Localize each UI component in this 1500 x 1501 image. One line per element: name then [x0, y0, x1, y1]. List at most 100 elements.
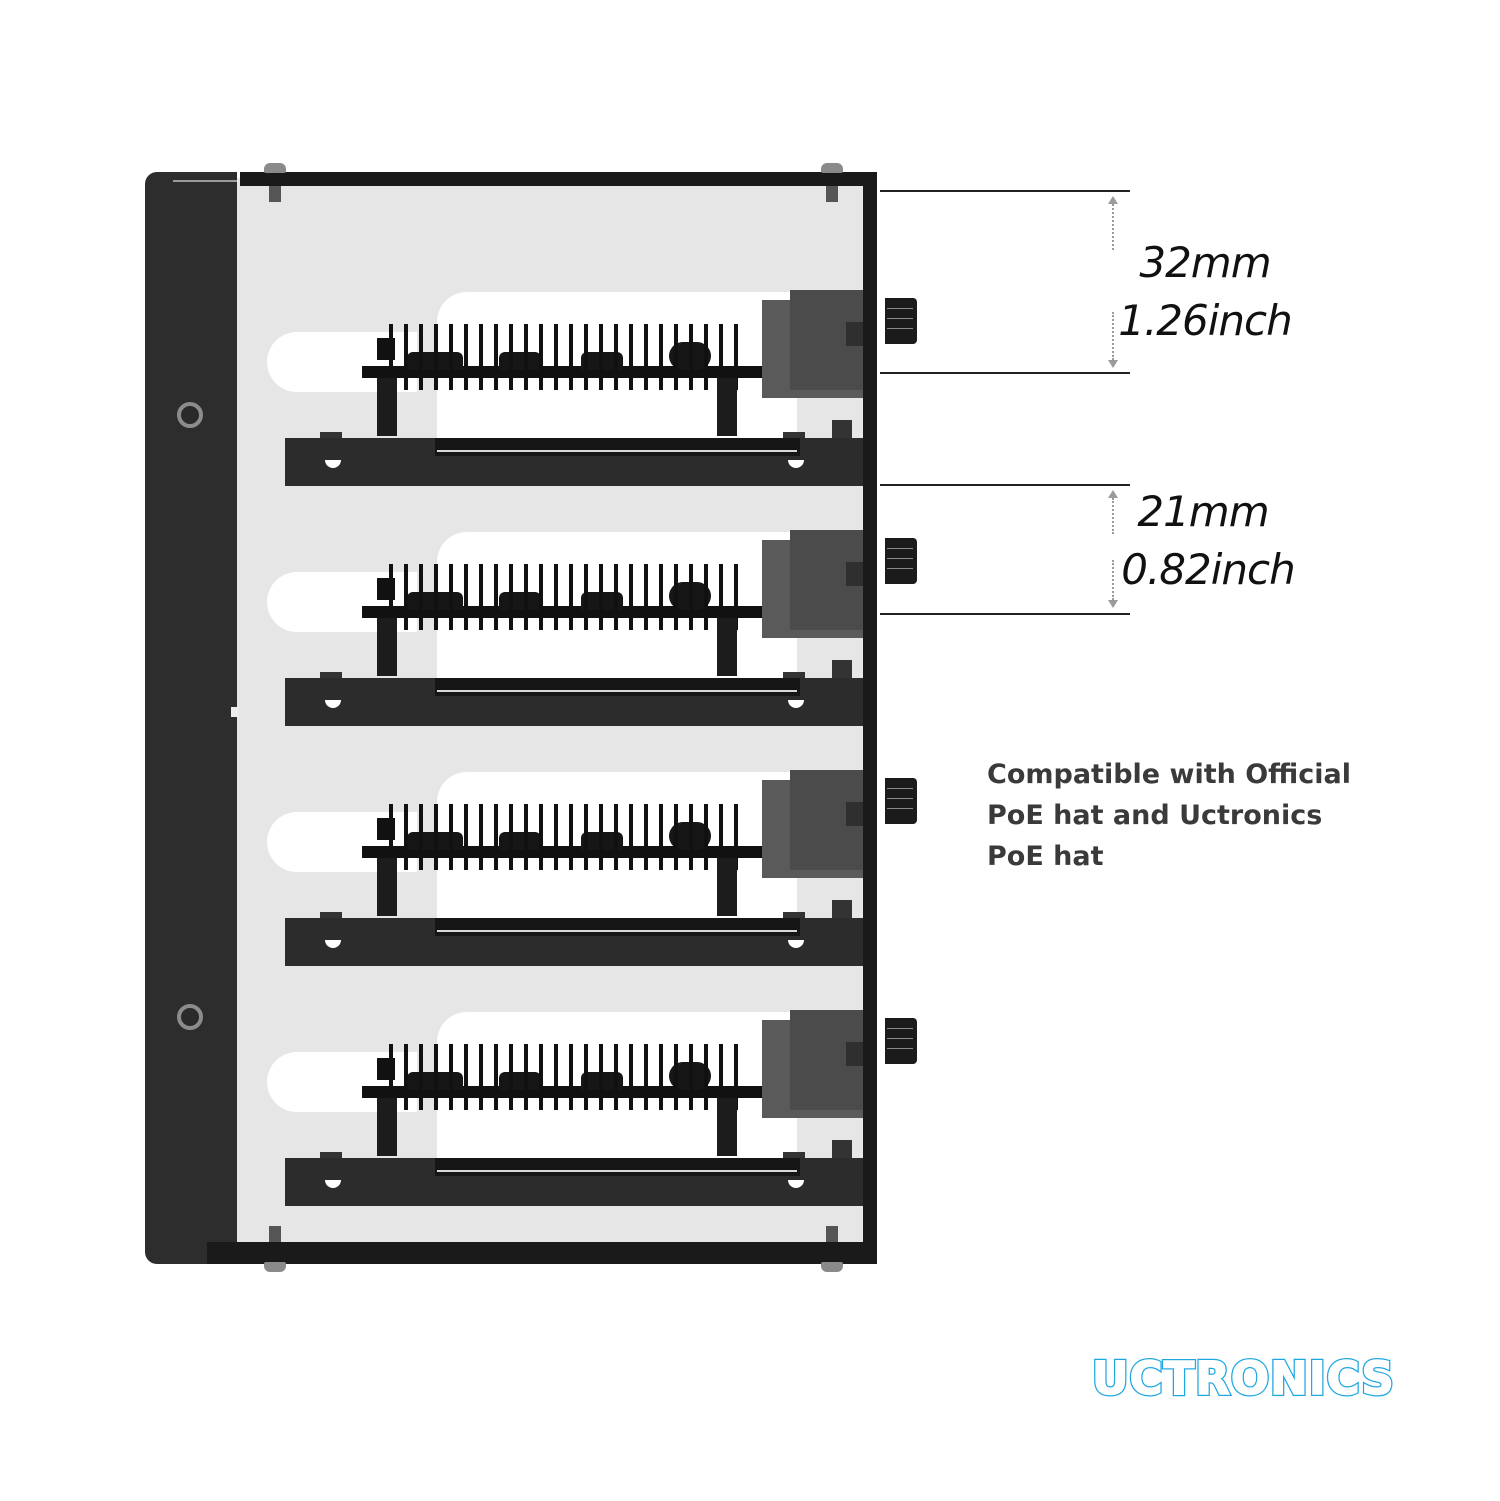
header-pin	[719, 324, 723, 390]
standoff-screw	[377, 578, 395, 600]
slot-side-block	[832, 900, 852, 922]
ethernet-port-icon	[885, 1018, 917, 1064]
header-pin	[704, 564, 708, 630]
port-ridge	[887, 1038, 913, 1039]
standoff	[717, 378, 737, 436]
header-pin	[539, 564, 543, 630]
header-pin	[404, 564, 408, 630]
tray-rail-line	[437, 690, 797, 692]
header-pin	[449, 324, 453, 390]
port-ridge	[887, 558, 913, 559]
header-pin	[569, 564, 573, 630]
dimension-line-top	[880, 484, 1130, 486]
header-pin	[449, 564, 453, 630]
header-pin	[554, 324, 558, 390]
tray-hole-icon	[325, 460, 341, 468]
dimension-line-top	[880, 190, 1130, 192]
header-pin	[569, 1044, 573, 1110]
arrow-up-icon	[1108, 196, 1118, 204]
standoff	[717, 618, 737, 676]
slot-side-block	[832, 660, 852, 682]
header-pin	[629, 564, 633, 630]
dimension-2-imperial: 0.82inch	[1121, 545, 1296, 594]
tray-hole-icon	[325, 940, 341, 948]
header-pin	[464, 564, 468, 630]
tray-hole-icon	[788, 1180, 804, 1188]
screw-thread	[826, 186, 838, 202]
header-pin	[734, 324, 738, 390]
header-pin	[524, 324, 528, 390]
port-ridge	[887, 1028, 913, 1029]
header-pin	[674, 804, 678, 870]
header-pin	[494, 324, 498, 390]
header-pin	[524, 564, 528, 630]
header-pin	[509, 564, 513, 630]
standoff-screw	[377, 818, 395, 840]
header-pin	[599, 324, 603, 390]
brand-logo-inline: UCTRONICS	[1091, 1351, 1395, 1406]
connector	[499, 352, 541, 370]
header-pin	[644, 804, 648, 870]
header-pin	[629, 804, 633, 870]
standoff	[377, 1098, 397, 1156]
tray-rail-line	[437, 930, 797, 932]
header-pin	[659, 564, 663, 630]
ethernet-port-icon	[885, 298, 917, 344]
header-pin	[734, 804, 738, 870]
dimension-2-metric: 21mm	[1137, 487, 1269, 536]
poe-hat-module	[762, 290, 872, 398]
header-pin	[404, 1044, 408, 1110]
header-pin	[419, 804, 423, 870]
header-pin	[614, 564, 618, 630]
tray-rail-line	[437, 1170, 797, 1172]
tray-tab	[783, 912, 805, 918]
header-pin	[659, 1044, 663, 1110]
slide-tray	[285, 912, 870, 966]
connector	[499, 1072, 541, 1090]
header-pin	[599, 804, 603, 870]
header-pin	[494, 564, 498, 630]
header-pin	[674, 324, 678, 390]
tray-tab	[320, 912, 342, 918]
header-pin	[599, 1044, 603, 1110]
connector	[499, 832, 541, 850]
header-pin	[599, 564, 603, 630]
header-pin	[584, 324, 588, 390]
standoff-screw	[377, 338, 395, 360]
arrow-down-icon	[1108, 600, 1118, 608]
screw-thread	[826, 1226, 838, 1242]
dimension-1-metric: 32mm	[1139, 238, 1271, 287]
tray-hole-icon	[788, 700, 804, 708]
header-pin	[464, 1044, 468, 1110]
tray-rail	[435, 678, 800, 696]
header-pin	[689, 804, 693, 870]
header-pin	[449, 1044, 453, 1110]
header-pin	[614, 804, 618, 870]
header-pin	[539, 324, 543, 390]
header-pin	[704, 804, 708, 870]
header-pin	[584, 564, 588, 630]
poe-hat-module	[762, 1010, 872, 1118]
port-ridge	[887, 328, 913, 329]
dimension-1-imperial: 1.26inch	[1118, 296, 1293, 345]
poe-hat-module	[762, 530, 872, 638]
header-pin	[464, 324, 468, 390]
ethernet-port-icon	[885, 538, 917, 584]
header-pin	[494, 1044, 498, 1110]
panel-notch	[231, 707, 239, 717]
header-pin	[509, 1044, 513, 1110]
header-pin	[629, 1044, 633, 1110]
header-pin	[584, 804, 588, 870]
compatibility-caption: Compatible with Official PoE hat and Uct…	[987, 754, 1407, 877]
tray-rail-line	[437, 450, 797, 452]
tray-tab	[320, 432, 342, 438]
header-pin	[734, 1044, 738, 1110]
tray-hole-icon	[325, 700, 341, 708]
header-pin	[644, 324, 648, 390]
panel-edge-highlight	[173, 180, 237, 182]
header-pin	[614, 1044, 618, 1110]
header-pin	[479, 1044, 483, 1110]
panel-screw-hole-icon	[177, 402, 203, 428]
ethernet-port-icon	[885, 778, 917, 824]
header-pin	[524, 1044, 528, 1110]
